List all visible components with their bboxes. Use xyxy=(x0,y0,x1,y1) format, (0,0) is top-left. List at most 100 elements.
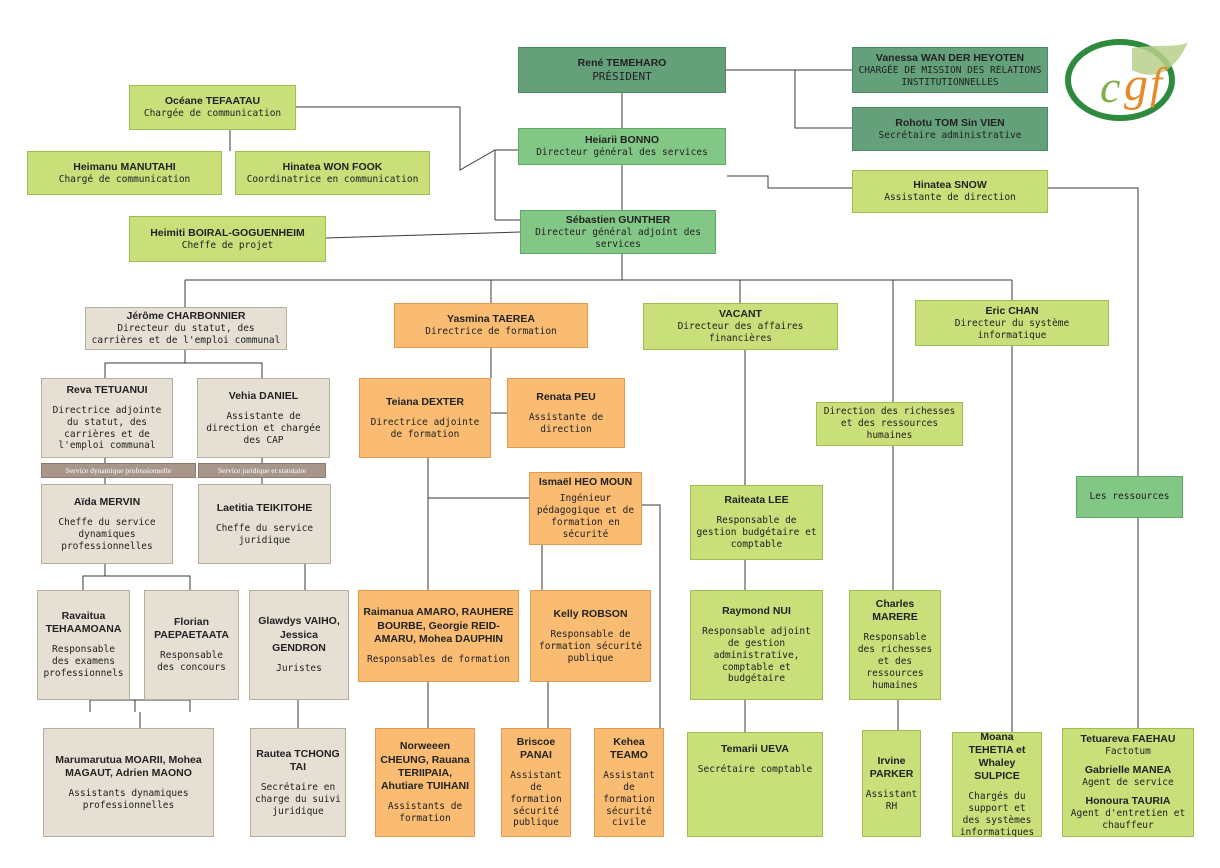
dir-statut-role: Directeur du statut, des carrières et de… xyxy=(91,323,281,347)
ressources-box: Les ressources xyxy=(1076,476,1183,518)
assist-cap-name: Vehia DANIEL xyxy=(228,389,299,402)
dir-finances-box: VACANT Directeur des affaires financière… xyxy=(643,303,838,350)
svc-jur-header-label: Service juridique et statutaire xyxy=(217,465,307,475)
chef-dyn-name: Aïda MERVIN xyxy=(73,495,141,508)
dir-finances-name: VACANT xyxy=(719,308,762,321)
resp-rh-box: Charles MARERE Responsable des richesses… xyxy=(849,590,941,700)
juristes-box: Glawdys VAIHO, Jessica GENDRON Juristes xyxy=(249,590,349,700)
chef-projet-role: Cheffe de projet xyxy=(181,239,274,251)
comm-staff-role: Chargé de communication xyxy=(58,173,191,185)
assist-dyn-role: Assistants dynamiques professionnelles xyxy=(68,787,189,811)
dir-rh-role: Direction des richesses et des ressource… xyxy=(823,406,956,441)
secretaire-admin-box: Rohotu TOM Sin VIEN Secrétaire administr… xyxy=(852,107,1048,151)
president-box: René TEMEHARO PRÉSIDENT xyxy=(518,47,726,93)
svc-jur-header: Service juridique et statutaire xyxy=(198,463,326,478)
assist-sec-pub-role: Assistant de formation sécurité publique xyxy=(510,769,562,829)
dgs-role: Directeur général des services xyxy=(536,147,708,159)
assist-rh-role: Assistant RH xyxy=(865,788,918,812)
adj-statut-name: Reva TETUANUI xyxy=(66,383,148,396)
resp-rh-role: Responsable des richesses et des ressour… xyxy=(857,632,933,691)
assist-formation-role: Assistante de direction xyxy=(528,411,604,435)
charge-mission-role: CHARGÉE DE MISSION DES RELATIONS INSTITU… xyxy=(858,64,1042,88)
chef-projet-box: Heimiti BOIRAL-GOGUENHEIM Cheffe de proj… xyxy=(129,216,326,262)
resp-formation-box: Raimanua AMARO, RAUHERE BOURBE, Georgie … xyxy=(358,590,519,682)
cgf-logo: c g f cgf xyxy=(1065,39,1188,121)
dir-si-role: Directeur du système informatique xyxy=(954,317,1070,341)
agent3-name: Honoura TAURIA xyxy=(1085,795,1171,808)
dir-formation-role: Directrice de formation xyxy=(425,326,557,338)
chef-jur-role: Cheffe du service juridique xyxy=(215,522,314,546)
dir-formation-name: Yasmina TAEREA xyxy=(447,313,535,325)
juristes-role: Juristes xyxy=(276,662,322,674)
support-si-box: Moana TEHETIA et Whaley SULPICE Chargés … xyxy=(952,731,1042,838)
sec-jur-box: Rautea TCHONG TAI Secrétaire en charge d… xyxy=(250,728,346,837)
sec-comptable-role: Secrétaire comptable xyxy=(697,764,813,776)
assist-form-staff-role: Assistants de formation xyxy=(387,800,463,824)
assist-form-staff-name: Norweeen CHEUNG, Rauana TERIIPAIA, Ahuti… xyxy=(380,740,470,792)
adj-budget-role: Responsable adjoint de gestion administr… xyxy=(702,625,811,685)
assist-rh-box: Irvine PARKER Assistant RH xyxy=(862,730,921,837)
dgas-name: Sébastien GUNTHER xyxy=(565,213,671,226)
dir-statut-name: Jérôme CHARBONNIER xyxy=(126,310,246,323)
resp-securite-box: Kelly ROBSON Responsable de formation sé… xyxy=(530,590,651,682)
adj-statut-role: Directrice adjointe du statut, des carri… xyxy=(52,404,162,452)
agents-box: Tetuareva FAEHAU Factotum Gabrielle MANE… xyxy=(1062,728,1194,837)
comm-staff-box: Heimanu MANUTAHI Chargé de communication xyxy=(27,151,222,195)
president-name: René TEMEHARO xyxy=(577,56,667,69)
dgs-name: Heiarii BONNO xyxy=(584,134,660,146)
adj-formation-role: Directrice adjointe de formation xyxy=(370,416,480,440)
assist-dir-role: Assistante de direction xyxy=(884,192,1016,204)
communication-role: Chargée de communication xyxy=(143,108,282,120)
dir-rh-box: Direction des richesses et des ressource… xyxy=(816,402,963,446)
resp-concours-role: Responsable des concours xyxy=(157,650,226,674)
assist-sec-civ-name: Kehea TEAMO xyxy=(610,735,648,761)
secretaire-admin-role: Secrétaire administrative xyxy=(878,129,1022,141)
coord-comm-box: Hinatea WON FOOK Coordinatrice en commun… xyxy=(235,151,430,195)
dgs-box: Heiarii BONNO Directeur général des serv… xyxy=(518,128,726,165)
resp-budget-box: Raiteata LEE Responsable de gestion budg… xyxy=(690,485,823,560)
support-si-role: Chargés du support et des systèmes infor… xyxy=(959,791,1035,838)
svc-dyn-header-label: Service dynamique professionnelle xyxy=(65,465,172,475)
adj-statut-box: Reva TETUANUI Directrice adjointe du sta… xyxy=(41,378,173,458)
assist-sec-pub-name: Briscoe PANAI xyxy=(516,735,556,761)
chef-jur-name: Laetitia TEIKITOHE xyxy=(216,501,313,514)
resp-formation-name: Raimanua AMARO, RAUHERE BOURBE, Georgie … xyxy=(363,606,514,645)
dgas-role: Directeur général adjoint des services xyxy=(535,226,701,250)
dir-formation-box: Yasmina TAEREA Directrice de formation xyxy=(394,303,588,348)
assist-dyn-box: Marumarutua MOARII, Mohea MAGAUT, Adrien… xyxy=(43,728,214,837)
agent2-role: Agent de service xyxy=(1082,777,1174,789)
dir-statut-box: Jérôme CHARBONNIER Directeur du statut, … xyxy=(85,307,287,350)
adj-budget-box: Raymond NUI Responsable adjoint de gesti… xyxy=(690,590,823,700)
svc-dyn-header: Service dynamique professionnelle xyxy=(41,463,196,478)
assist-rh-name: Irvine PARKER xyxy=(869,754,914,780)
resp-exam-role: Responsable des examens professionnels xyxy=(43,644,124,680)
resp-securite-role: Responsable de formation sécurité publiq… xyxy=(539,628,642,664)
ingenieur-box: Ismaël HEO MOUN Ingénieur pédagogique et… xyxy=(529,472,642,545)
assist-dir-name: Hinatea SNOW xyxy=(913,179,987,191)
coord-comm-role: Coordinatrice en communication xyxy=(246,173,419,185)
president-role: PRÉSIDENT xyxy=(592,69,652,83)
sec-comptable-box: Temarii UEVA Secrétaire comptable xyxy=(687,732,823,837)
sec-comptable-name: Temarii UEVA xyxy=(721,743,789,755)
resp-securite-name: Kelly ROBSON xyxy=(553,607,628,620)
ingenieur-role: Ingénieur pédagogique et de formation en… xyxy=(536,493,635,540)
resp-budget-name: Raiteata LEE xyxy=(724,494,789,507)
svg-text:c: c xyxy=(1100,61,1120,112)
juristes-name: Glawdys VAIHO, Jessica GENDRON xyxy=(258,615,340,654)
ingenieur-name: Ismaël HEO MOUN xyxy=(538,476,633,489)
resp-concours-name: Florian PAEPAETAATA xyxy=(154,616,229,642)
agent3-role: Agent d'entretien et chauffeur xyxy=(1070,808,1186,832)
chef-jur-box: Laetitia TEIKITOHE Cheffe du service jur… xyxy=(198,484,331,564)
ressources-role: Les ressources xyxy=(1089,491,1170,503)
comm-staff-name: Heimanu MANUTAHI xyxy=(73,160,176,173)
assist-cap-box: Vehia DANIEL Assistante de direction et … xyxy=(197,378,330,458)
assist-cap-role: Assistante de direction et chargée des C… xyxy=(206,410,321,446)
adj-formation-box: Teiana DEXTER Directrice adjointe de for… xyxy=(359,378,491,458)
dir-si-box: Eric CHAN Directeur du système informati… xyxy=(915,300,1109,346)
resp-budget-role: Responsable de gestion budgétaire et com… xyxy=(696,515,817,550)
svg-text:g: g xyxy=(1124,58,1148,111)
secretaire-admin-name: Rohotu TOM Sin VIEN xyxy=(895,116,1005,129)
assist-sec-civ-role: Assistant de formation sécurité civile xyxy=(603,769,655,829)
communication-name: Océane TEFAATAU xyxy=(164,95,261,107)
